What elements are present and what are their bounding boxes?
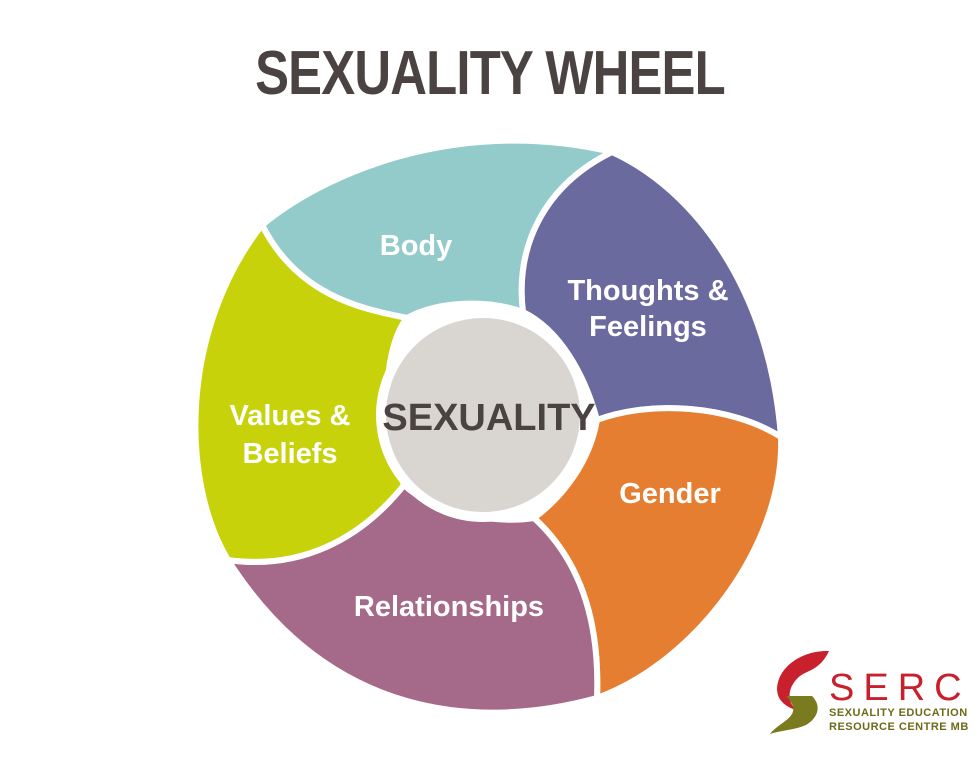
segment-label-line: Beliefs [242, 438, 337, 470]
segment-label-gender: Gender [619, 478, 721, 510]
segment-label-line: Relationships [354, 591, 544, 623]
segment-values [192, 222, 410, 565]
segment-gender [531, 405, 785, 701]
serc-subtitle-line2: RESOURCE CENTRE MB [829, 721, 969, 733]
segment-label-values: Values & Beliefs [230, 400, 351, 470]
center-label: SEXUALITY [382, 397, 595, 439]
diagram-title: SEXUALITY WHEEL [255, 39, 726, 108]
serc-emblem [770, 650, 829, 734]
wheel-center: SEXUALITY [376, 308, 596, 522]
segment-label-line: Body [380, 230, 453, 262]
center-circle [376, 308, 590, 522]
segment-label-line: Gender [619, 478, 721, 510]
serc-emblem-olive-swoosh [770, 696, 818, 734]
segment-label-body: Body [380, 230, 453, 262]
serc-subtitle-line1: SEXUALITY EDUCATION [829, 707, 968, 719]
segment-label-thoughts: Thoughts & Feelings [567, 275, 728, 343]
segment-label-relationships: Relationships [354, 591, 544, 623]
segment-label-line: Thoughts & [567, 275, 728, 307]
serc-emblem-red-swoosh [777, 650, 829, 710]
serc-wordmark: SERC [829, 667, 971, 709]
segment-label-line: Feelings [589, 311, 707, 343]
segment-label-line: Values & [230, 400, 351, 432]
